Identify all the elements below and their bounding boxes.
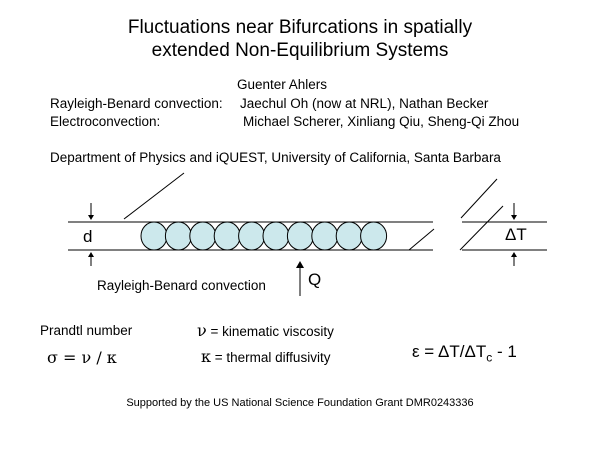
- d-arrowhead-bottom: [88, 252, 94, 257]
- epsilon-main: ε = ΔT/ΔT: [412, 342, 487, 361]
- kappa-symbol: κ: [201, 347, 211, 366]
- title-line-2: extended Non-Equilibrium Systems: [151, 40, 449, 61]
- convection-roll: [286, 221, 314, 251]
- convection-roll: [189, 221, 217, 251]
- prandtl-label: Prandtl number: [40, 323, 133, 338]
- ec-collab-names: Michael Scherer, Xinliang Qiu, Sheng-Qi …: [243, 114, 520, 129]
- heat-flux-arrowhead: [296, 261, 304, 268]
- dt-arrowhead-top: [511, 215, 517, 220]
- convection-roll: [311, 221, 339, 251]
- d-label: d: [83, 227, 93, 246]
- convection-roll: [360, 221, 388, 251]
- rb-collab-label: Rayleigh-Benard convection:: [50, 96, 223, 111]
- d-arrowhead-top: [88, 215, 94, 220]
- perspective-line-right-1: [460, 178, 498, 219]
- convection-roll: [335, 221, 363, 251]
- epsilon-subscript: c: [486, 350, 493, 365]
- prandtl-equation: σ = ν / κ: [47, 348, 117, 367]
- nu-description: = kinematic viscosity: [210, 324, 334, 339]
- delta-t-label: ΔT: [505, 225, 527, 244]
- title-line-1: Fluctuations near Bifurcations in spatia…: [127, 17, 473, 38]
- convection-rolls: [140, 221, 388, 251]
- affiliation: Department of Physics and iQUEST, Univer…: [50, 150, 501, 165]
- convection-roll: [164, 221, 192, 251]
- perspective-line-left: [123, 172, 185, 220]
- author: Guenter Ahlers: [237, 77, 328, 92]
- perspective-line-right-2: [459, 205, 504, 251]
- funding-note: Supported by the US National Science Fou…: [126, 397, 474, 409]
- kappa-description: = thermal diffusivity: [214, 350, 331, 365]
- ec-collab-label: Electroconvection:: [50, 114, 161, 129]
- q-label: Q: [308, 270, 322, 289]
- epsilon-equation: ε = ΔT/ΔTc - 1: [412, 342, 517, 364]
- perspective-line-mid: [408, 228, 435, 251]
- convection-roll: [262, 221, 290, 251]
- epsilon-tail: - 1: [492, 342, 517, 361]
- rb-collab-names: Jaechul Oh (now at NRL), Nathan Becker: [240, 96, 489, 111]
- diagram-caption: Rayleigh-Benard convection: [97, 278, 266, 293]
- convection-roll: [238, 221, 266, 251]
- nu-definition: ν = kinematic viscosity: [197, 321, 334, 340]
- kappa-definition: κ = thermal diffusivity: [201, 347, 330, 366]
- convection-roll: [213, 221, 241, 251]
- dt-arrowhead-bottom: [511, 252, 517, 257]
- nu-symbol: ν: [197, 321, 207, 340]
- convection-roll: [140, 221, 168, 251]
